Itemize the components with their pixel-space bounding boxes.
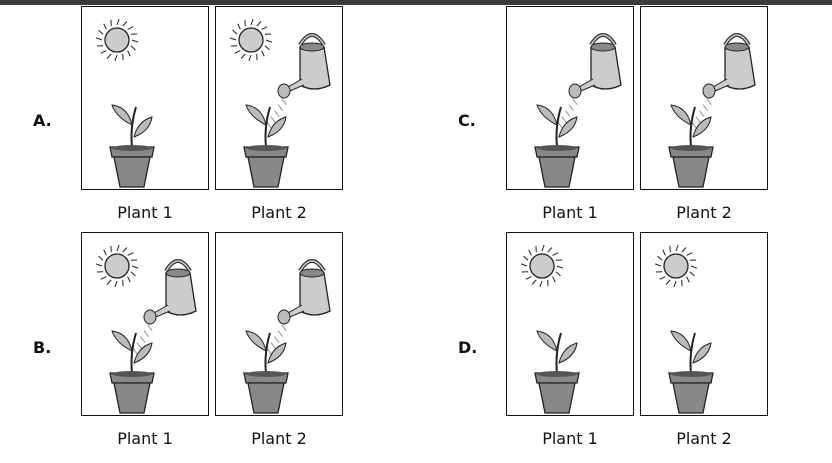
option-letter: A.	[33, 111, 52, 130]
sun-icon	[654, 244, 698, 288]
potted-plant-icon	[668, 104, 714, 188]
plant-panel	[640, 232, 768, 416]
plant-panel	[640, 6, 768, 190]
plant-panel	[81, 6, 209, 190]
potted-plant-icon	[668, 330, 714, 414]
potted-plant-icon	[109, 330, 155, 414]
sun-icon	[520, 244, 564, 288]
sun-icon	[229, 18, 273, 62]
plant-panel	[215, 6, 343, 190]
plant-label: Plant 2	[251, 203, 307, 222]
plant-label: Plant 2	[676, 203, 732, 222]
top-bar	[0, 0, 832, 5]
watering-can-icon	[267, 33, 331, 129]
option-letter: C.	[458, 111, 476, 130]
plant-label: Plant 1	[542, 429, 598, 448]
watering-can-icon	[267, 259, 331, 355]
watering-can-icon	[558, 33, 622, 129]
plant-panel	[215, 232, 343, 416]
option-letter: D.	[458, 338, 478, 357]
potted-plant-icon	[534, 330, 580, 414]
sun-icon	[95, 244, 139, 288]
plant-label: Plant 1	[117, 203, 173, 222]
plant-label: Plant 1	[117, 429, 173, 448]
option-letter: B.	[33, 338, 52, 357]
plant-panel	[506, 6, 634, 190]
plant-label: Plant 1	[542, 203, 598, 222]
plant-panel	[506, 232, 634, 416]
potted-plant-icon	[243, 330, 289, 414]
plant-panel	[81, 232, 209, 416]
potted-plant-icon	[534, 104, 580, 188]
plant-label: Plant 2	[676, 429, 732, 448]
potted-plant-icon	[243, 104, 289, 188]
plant-label: Plant 2	[251, 429, 307, 448]
sun-icon	[95, 18, 139, 62]
watering-can-icon	[692, 33, 756, 129]
potted-plant-icon	[109, 104, 155, 188]
watering-can-icon	[133, 259, 197, 355]
